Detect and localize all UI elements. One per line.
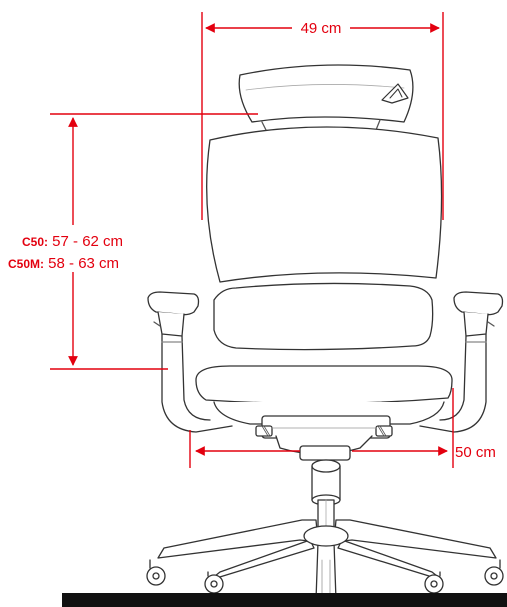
seat-mechanism bbox=[213, 401, 445, 461]
armrest-left bbox=[147, 291, 233, 433]
height-label-c50m: C50M: 58 - 63 cm bbox=[8, 255, 119, 272]
height-range-c50: 57 - 62 cm bbox=[48, 233, 123, 250]
lumbar-support bbox=[213, 282, 434, 351]
seat bbox=[195, 365, 453, 405]
width-label: 49 cm bbox=[301, 20, 342, 37]
brand-logo-icon bbox=[381, 83, 409, 104]
chair-base bbox=[157, 519, 497, 601]
backrest bbox=[206, 126, 443, 283]
height-model-c50: C50: bbox=[22, 235, 48, 249]
armrest-right bbox=[419, 291, 504, 433]
chair-illustration bbox=[146, 64, 504, 601]
bottom-bar bbox=[62, 593, 507, 607]
casters bbox=[146, 559, 504, 594]
height-model-c50m: C50M: bbox=[8, 257, 44, 271]
headrest bbox=[238, 64, 414, 123]
dimension-lines bbox=[50, 12, 454, 468]
depth-label: 50 cm bbox=[455, 444, 496, 461]
height-label-c50: C50: 57 - 62 cm bbox=[22, 233, 123, 250]
height-range-c50m: 58 - 63 cm bbox=[44, 255, 119, 272]
